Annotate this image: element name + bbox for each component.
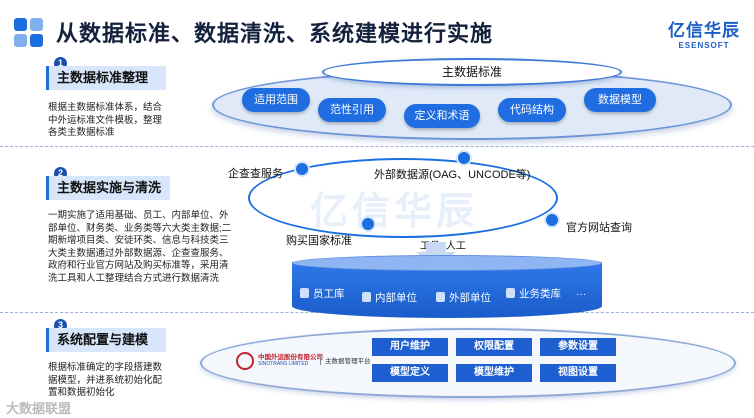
section-description: 根据主数据标准体系，结合中外运标准文件模板，整理各类主数据标准 — [48, 102, 163, 138]
section-description: 根据标准确定的字段搭建数据模型，并进系统初始化配置和数据初始化 — [48, 362, 163, 398]
db-item: 内部单位 — [362, 290, 417, 305]
config-box: 模型定义 — [372, 364, 448, 382]
standards-pill: 定义和术语 — [404, 104, 480, 128]
database-icon — [300, 288, 309, 298]
sinotrans-logo-icon — [236, 352, 254, 370]
brand-name-en: ESENSOFT — [678, 41, 730, 50]
config-box: 模型维护 — [456, 364, 532, 382]
database-icon — [436, 292, 445, 302]
platform-label: 主数据管理平台 — [320, 355, 371, 365]
header-logo-icon — [14, 18, 44, 48]
db-item: 外部单位 — [436, 290, 491, 305]
logo-cn-name: 中国外运股份有限公司 — [258, 354, 323, 361]
standards-center: 主数据标准 — [322, 58, 622, 86]
divider — [0, 146, 754, 147]
corner-watermark: 大数据联盟 — [6, 401, 72, 416]
database-cylinder — [292, 262, 602, 318]
standards-pill: 范性引用 — [318, 98, 386, 122]
config-box: 权限配置 — [456, 338, 532, 356]
db-item-label: 外部单位 — [449, 292, 491, 304]
config-box: 视图设置 — [540, 364, 616, 382]
source-label-enterprise: 企查查服务 — [228, 168, 283, 180]
orbit-dot — [294, 161, 310, 177]
standards-pill: 代码结构 — [498, 98, 566, 122]
db-item-label: 内部单位 — [375, 292, 417, 304]
page-title: 从数据标准、数据清洗、系统建模进行实施 — [56, 21, 494, 46]
orbit-dot — [360, 216, 376, 232]
database-icon — [362, 292, 371, 302]
database-icon — [506, 288, 515, 298]
config-box: 用户维护 — [372, 338, 448, 356]
db-item-more: … — [576, 286, 587, 298]
db-item-label: 员工库 — [313, 288, 345, 300]
section-description: 一期实施了适用基础、员工、内部单位、外部单位、财务类、业务类等六大类主数据;二期… — [48, 210, 232, 284]
brand-name: 亿信华辰 — [668, 21, 740, 40]
config-box: 参数设置 — [540, 338, 616, 356]
section-title: 主数据实施与清洗 — [46, 176, 170, 200]
db-item-label: 业务类库 — [519, 288, 561, 300]
db-item: 业务类库 — [506, 286, 561, 301]
db-item: 员工库 — [300, 286, 345, 301]
section-title: 系统配置与建模 — [46, 328, 166, 352]
source-label-purchase: 购买国家标准 — [286, 235, 352, 247]
standards-pill: 适用范围 — [242, 88, 310, 112]
brand-logo: 亿信华辰 ESENSOFT — [668, 16, 740, 50]
database-cylinder-top — [292, 255, 602, 271]
section-title: 主数据标准整理 — [46, 66, 166, 90]
sinotrans-logo: 中国外运股份有限公司 SINOTRANS LIMITED 主数据管理平台 — [236, 350, 371, 374]
orbit-dot — [456, 150, 472, 166]
data-source-orbit — [248, 158, 558, 238]
orbit-dot — [544, 212, 560, 228]
source-label-external: 外部数据源(OAG、UNCODE等) — [374, 169, 531, 181]
source-label-official: 官方网站查询 — [566, 222, 632, 234]
standards-pill: 数据模型 — [584, 88, 656, 112]
logo-en-name: SINOTRANS LIMITED — [258, 361, 309, 367]
